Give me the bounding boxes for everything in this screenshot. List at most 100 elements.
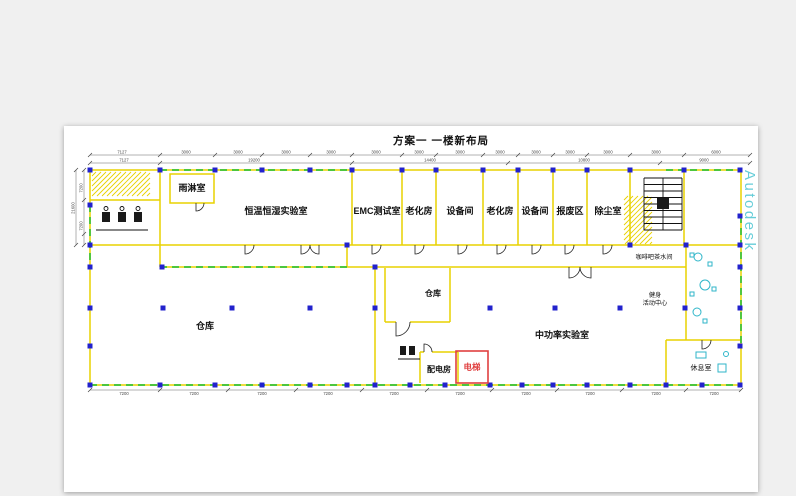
stairs-landing (657, 198, 669, 209)
dimension-label: 7200 (257, 391, 267, 396)
dimension-label: 3000 (414, 149, 424, 154)
dimension-label: 3000 (603, 149, 613, 154)
column-marker (157, 382, 163, 388)
table-symbol (693, 252, 703, 262)
hatch-line (91, 171, 107, 187)
dimension-tick (349, 160, 355, 166)
room-label-power-dist: 配电房 (427, 364, 451, 374)
column-marker (307, 382, 313, 388)
column-marker (550, 167, 556, 173)
dimension-tick (73, 242, 79, 248)
dimension-tick (157, 387, 163, 393)
hatch-line (639, 231, 653, 245)
chair-symbol (707, 261, 713, 267)
column-marker (157, 167, 163, 173)
hatch-line (141, 187, 151, 197)
hatch-line (91, 171, 102, 182)
column-marker (372, 305, 378, 311)
dimension-label: 7200 (79, 221, 84, 231)
dimension-tick (157, 160, 163, 166)
room-label-emc: EMC测试室 (354, 205, 401, 216)
column-marker (212, 382, 218, 388)
hatch-line (649, 241, 653, 245)
column-marker (259, 382, 265, 388)
dimension-tick (81, 231, 87, 237)
transformer-symbol (400, 346, 406, 355)
dimension-tick (399, 152, 405, 158)
dimension-label: 3000 (371, 149, 381, 154)
column-marker (699, 382, 705, 388)
chair-symbol (702, 318, 708, 324)
stairs (643, 177, 683, 231)
wall-rain-room-box (169, 173, 215, 204)
room-label-rain: 雨淋室 (178, 182, 205, 193)
column-marker (87, 343, 93, 349)
dimension-label: 7200 (709, 391, 719, 396)
dimension-label: 21600 (71, 202, 76, 214)
dimension-label: 3000 (531, 149, 541, 154)
room-label-equip-1: 设备间 (446, 205, 473, 216)
hatch-line (623, 206, 653, 236)
door-swing-symbols (195, 202, 712, 353)
dimension-label: 7200 (455, 391, 465, 396)
pump-valve-symbol (103, 206, 109, 211)
column-marker (519, 382, 525, 388)
room-label-equip-2: 设备间 (521, 205, 548, 216)
column-marker (212, 167, 218, 173)
room-label-aging-2: 老化房 (485, 205, 513, 216)
dimension-tick (349, 152, 355, 158)
column-marker (480, 167, 486, 173)
hatch-line (623, 201, 653, 231)
dimension-tick (157, 152, 163, 158)
dimension-tick (657, 160, 663, 166)
wall-small-warehouse (384, 268, 451, 323)
hatch-line (96, 171, 122, 197)
hatch-line (121, 171, 147, 197)
chair-symbol (711, 286, 717, 292)
column-marker (737, 382, 743, 388)
column-marker (627, 382, 633, 388)
room-label-rest: 休息室 (691, 363, 712, 372)
dimension-tick (584, 152, 590, 158)
dimension-tick (73, 167, 79, 173)
hatch-line (623, 195, 634, 206)
dimension-label: 7200 (585, 391, 595, 396)
hatch-line (116, 171, 142, 197)
column-marker (344, 382, 350, 388)
hatch-line (91, 171, 112, 192)
dimension-label: 7127 (117, 149, 127, 154)
dimension-tick (225, 387, 231, 393)
dimension-tick (81, 197, 87, 203)
hatch-line (111, 171, 137, 197)
column-marker (487, 305, 493, 311)
column-marker (552, 305, 558, 311)
column-marker (87, 167, 93, 173)
dimension-tick (627, 152, 633, 158)
dimension-label: 7200 (189, 391, 199, 396)
hatch-line (623, 195, 644, 216)
chair-symbol (689, 252, 695, 258)
table-symbol (692, 307, 702, 317)
table-symbol (723, 351, 729, 357)
column-marker (407, 382, 413, 388)
wall-room-partitions (159, 170, 685, 245)
pump-symbol (134, 212, 142, 222)
column-marker (682, 305, 688, 311)
dimension-label: 7200 (521, 391, 531, 396)
column-marker (372, 264, 378, 270)
column-marker (584, 382, 590, 388)
column-marker (617, 305, 623, 311)
room-label-fitness-line1: 健身 (649, 291, 661, 299)
hatch-line (644, 236, 653, 245)
dimension-tick (293, 387, 299, 393)
dimension-tick (681, 152, 687, 158)
wall-right-section (665, 245, 741, 385)
dimension-label: 14400 (424, 157, 436, 162)
dimension-tick (747, 160, 753, 166)
column-marker (159, 264, 165, 270)
hatch-line (126, 172, 151, 197)
room-label-warehouse-big: 仓库 (195, 320, 214, 331)
column-marker (349, 167, 355, 173)
